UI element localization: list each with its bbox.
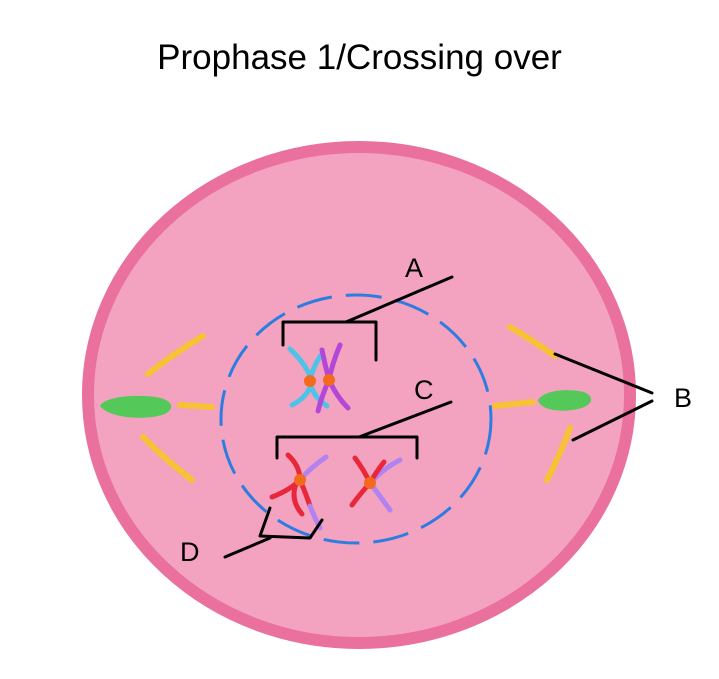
leader-line-b-lower [571,399,654,442]
right-spindle-apparatus [492,324,592,483]
tetrad-lower-left [269,452,329,531]
label-a: A [405,253,423,283]
tetrad-lower-right [349,455,403,513]
leader-line-d [223,536,272,559]
label-b: B [674,383,692,413]
left-spindle-fiber-lower [140,434,195,483]
bracket-d [258,506,324,540]
right-spindle-fiber-middle [492,399,536,409]
nuclear-envelope [219,293,493,545]
label-c: C [414,375,434,405]
leader-line-b-upper [553,352,654,395]
left-spindle-fiber-middle [177,402,215,410]
centromere-upper-right [323,374,335,386]
centromere-lower-left [294,474,306,486]
left-spindle-apparatus [100,333,215,483]
right-centrosome [538,390,592,411]
diagram-title: Prophase 1/Crossing over [157,38,562,77]
right-spindle-fiber-upper [507,324,558,359]
cell-body [82,141,636,649]
centromere-upper-left [304,375,316,387]
bracket-a [281,320,378,362]
label-d: D [180,537,200,567]
right-spindle-fiber-lower [544,425,573,483]
bracket-c [275,435,419,460]
leader-line-a [344,275,454,324]
leader-line-c [357,400,453,439]
centromere-lower-right [364,477,376,489]
left-centrosome [100,395,172,418]
tetrad-upper [287,342,351,414]
left-spindle-fiber-upper [145,333,206,377]
chromatid-red-3 [291,481,305,517]
